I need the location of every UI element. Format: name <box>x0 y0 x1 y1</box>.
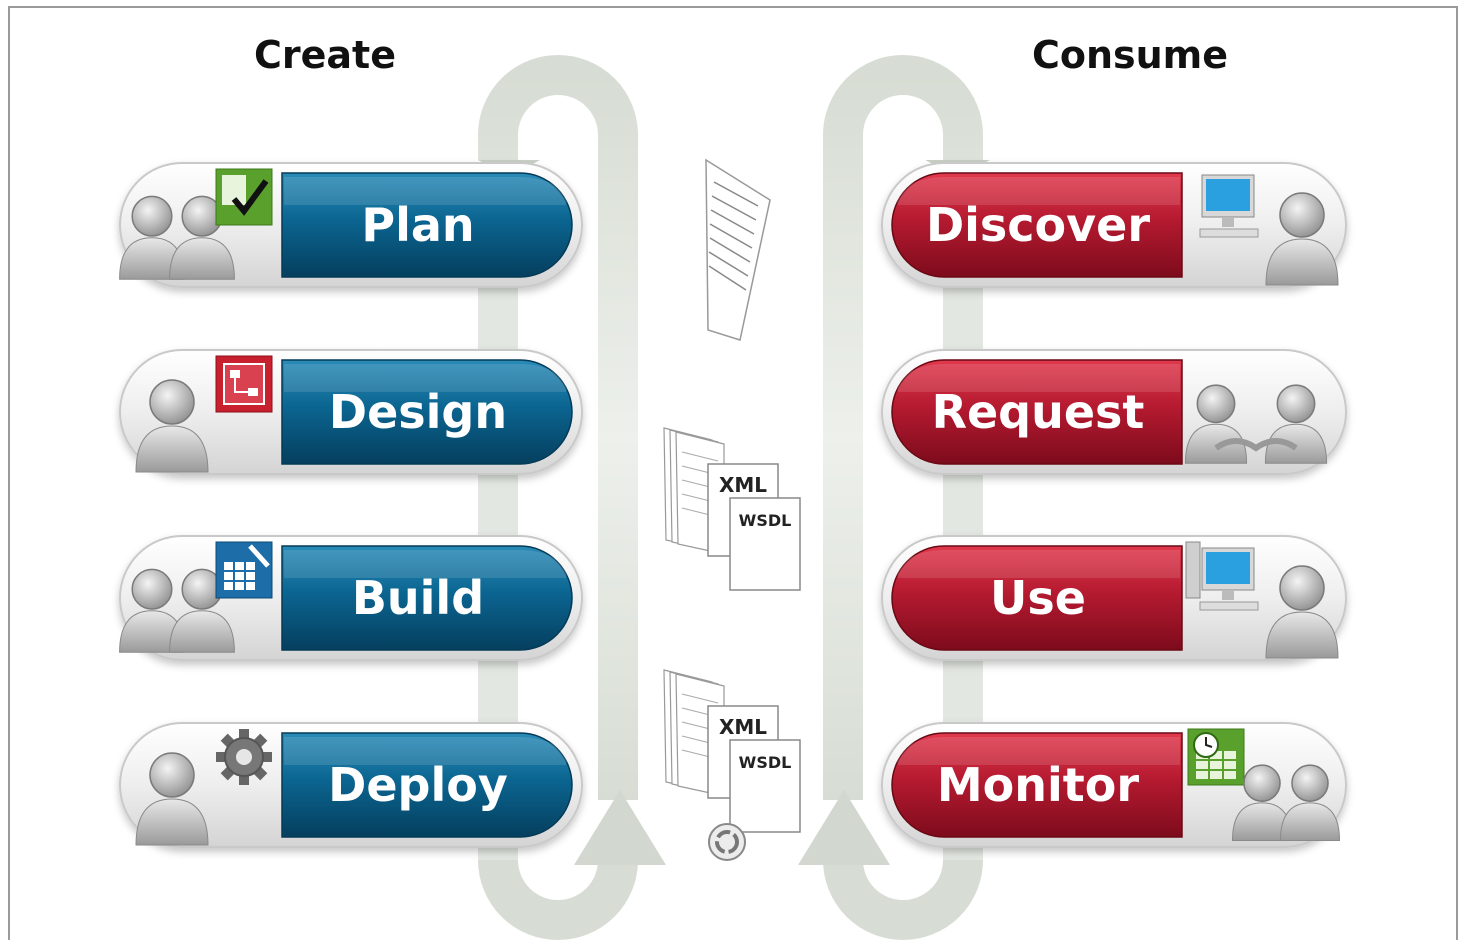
gear-icon <box>216 729 272 785</box>
consume-step-label: Monitor <box>937 758 1139 812</box>
create-step-design: Design <box>119 349 583 475</box>
create-column-title: Create <box>254 33 396 77</box>
person-icon <box>1279 764 1341 842</box>
create-step-button[interactable]: Plan <box>281 172 573 278</box>
cycle-icon <box>708 823 746 861</box>
consume-step-button[interactable]: Request <box>891 359 1183 465</box>
wsdl-document-1 <box>729 497 801 591</box>
person-icon <box>1184 384 1248 464</box>
create-step-button[interactable]: Deploy <box>281 732 573 838</box>
create-arrowhead-bottom <box>574 790 666 865</box>
person-icon <box>1264 384 1328 464</box>
create-step-label: Build <box>352 571 484 625</box>
person-icon <box>135 379 209 473</box>
consume-arrowhead-bottom <box>798 790 890 865</box>
consume-step-discover: Discover <box>881 162 1347 288</box>
create-step-deploy: Deploy <box>119 722 583 848</box>
document-stack-top <box>705 158 771 341</box>
wsdl-label-1: WSDL <box>739 511 792 530</box>
consume-step-label: Use <box>990 571 1086 625</box>
consume-step-label: Discover <box>926 198 1150 252</box>
consume-step-monitor: Monitor <box>881 722 1347 848</box>
handshake-icon <box>1214 438 1298 452</box>
consume-column-title: Consume <box>1032 33 1228 77</box>
spreadsheet-tool-icon <box>215 541 273 599</box>
person-icon <box>1265 565 1339 659</box>
xml-label-1: XML <box>719 473 767 497</box>
create-step-label: Design <box>329 385 507 439</box>
xml-label-2: XML <box>719 715 767 739</box>
person-icon <box>1265 192 1339 286</box>
computer-icon <box>1199 174 1259 238</box>
consume-step-button[interactable]: Discover <box>891 172 1183 278</box>
consume-step-request: Request <box>881 349 1347 475</box>
person-icon <box>169 195 235 280</box>
create-step-build: Build <box>119 535 583 661</box>
create-step-label: Plan <box>361 198 474 252</box>
wsdl-label-2: WSDL <box>739 753 792 772</box>
create-step-plan: Plan <box>119 162 583 288</box>
person-icon <box>135 752 209 846</box>
consume-step-button[interactable]: Monitor <box>891 732 1183 838</box>
clock-sheet-icon <box>1187 728 1245 786</box>
wsdl-document-2 <box>729 739 801 833</box>
person-icon <box>119 195 185 280</box>
create-step-button[interactable]: Build <box>281 545 573 651</box>
document-stack-middle: XML WSDL <box>663 427 801 591</box>
person-icon <box>119 568 185 653</box>
consume-step-label: Request <box>932 385 1145 439</box>
workstation-icon <box>1185 541 1259 611</box>
person-icon <box>169 568 235 653</box>
document-stack-bottom: XML WSDL <box>663 669 801 861</box>
flowchart-icon <box>215 355 273 413</box>
checklist-icon <box>215 168 273 226</box>
consume-step-button[interactable]: Use <box>891 545 1183 651</box>
create-step-label: Deploy <box>328 758 508 812</box>
consume-step-use: Use <box>881 535 1347 661</box>
create-step-button[interactable]: Design <box>281 359 573 465</box>
